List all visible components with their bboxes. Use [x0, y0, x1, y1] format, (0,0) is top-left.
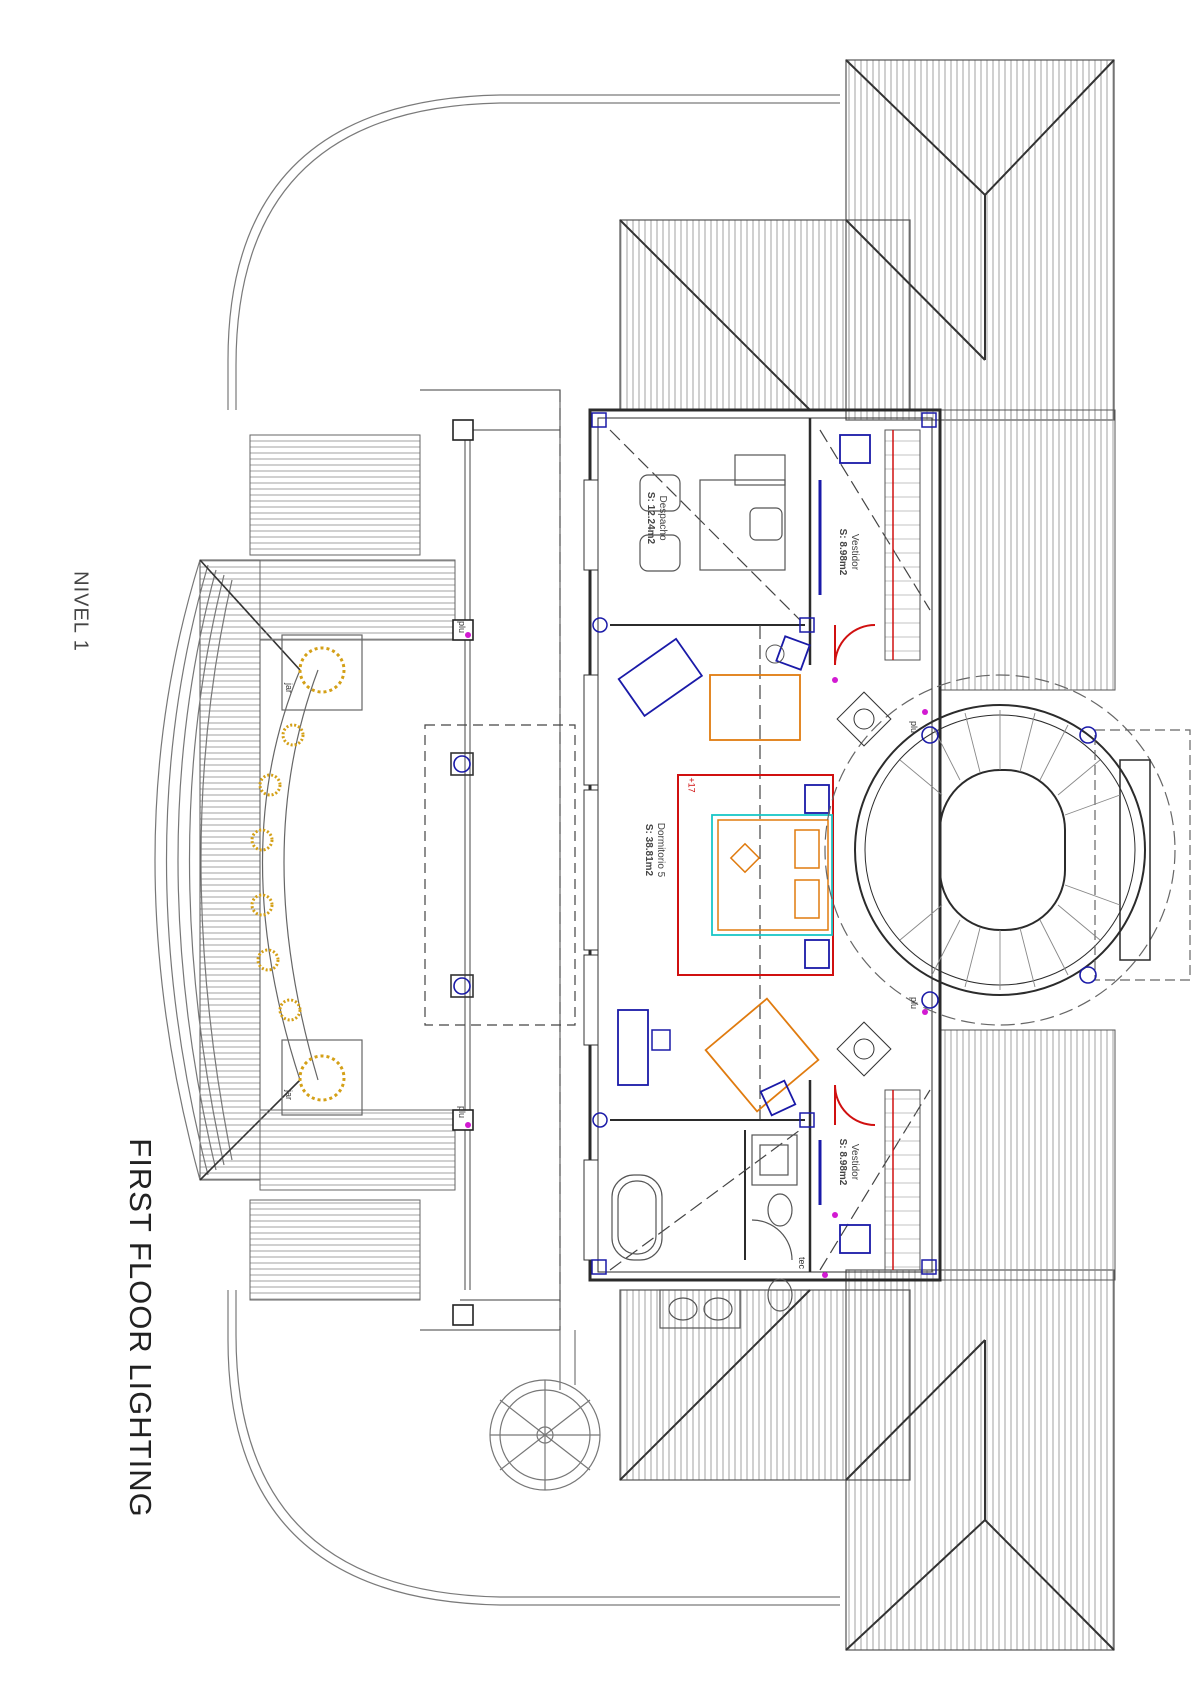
height-mark: +17 — [686, 777, 697, 793]
terrace-outline — [227, 94, 840, 1606]
room-label-vestidor-top: Vestidor S: 8.98m2 — [836, 492, 860, 612]
level-label: NIVEL 1 — [69, 571, 92, 652]
jar-tag: jar — [284, 682, 295, 694]
room-name: Vestidor — [849, 1143, 860, 1181]
room-name: Vestidor — [849, 533, 860, 571]
drawing-title: FIRST FLOOR LIGHTING — [123, 1138, 158, 1518]
spiral-staircase — [489, 1330, 601, 1491]
stair-treads — [899, 710, 1121, 990]
despacho-furniture — [639, 454, 786, 572]
vestidor-top-furniture — [818, 429, 921, 666]
window-recesses — [583, 479, 599, 1261]
terrace-posts — [452, 419, 474, 1326]
room-name: Dormitorio 5 — [655, 822, 666, 878]
room-area: S: 8.98m2 — [837, 528, 848, 576]
plu-tag: plu — [457, 1105, 468, 1119]
roof-right-lower — [939, 1029, 1116, 1281]
terrace-top-stair — [259, 559, 456, 641]
plu-tag: plu — [457, 620, 468, 634]
bathroom-fixtures — [611, 1134, 798, 1329]
terrace-bottom-block — [249, 1199, 421, 1301]
plu-tag: plu — [909, 720, 920, 734]
planter-plants — [250, 646, 346, 1102]
stair-hall-lights — [921, 726, 1097, 1009]
plu-tag: plu — [909, 996, 920, 1010]
circular-stair-hall — [824, 674, 1191, 1026]
room-area: S: 8.98m2 — [837, 1138, 848, 1186]
column-ornaments — [836, 691, 892, 1077]
roof-right-upper — [939, 409, 1116, 691]
curved-planter — [261, 634, 363, 1116]
roof-bottom-right — [619, 1269, 1115, 1651]
vestidor-bottom-furniture — [818, 1084, 921, 1271]
tec-tag: tec — [797, 1256, 808, 1270]
room-label-despacho: Despacho S: 12.24m2 — [644, 458, 668, 578]
terrace-top-block — [249, 434, 421, 556]
room-area: S: 38.81m2 — [643, 823, 654, 877]
room-label-vestidor-bottom: Vestidor S: 8.98m2 — [836, 1102, 860, 1222]
jar-tag: jar — [284, 1089, 295, 1101]
terrace-lights — [450, 752, 474, 998]
dashed-diagonals — [609, 429, 931, 1271]
roof-left-curve — [154, 559, 301, 1181]
room-name: Despacho — [657, 495, 668, 541]
terrace-lighting-zone — [424, 724, 576, 1026]
corner-markers — [591, 412, 937, 1275]
terrace-bottom-stair — [259, 1109, 456, 1191]
roof-top-right — [619, 59, 1115, 421]
room-area: S: 12.24m2 — [645, 491, 656, 545]
room-label-dormitorio: Dormitorio 5 S: 38.81m2 — [642, 790, 666, 910]
dormitorio-furniture — [617, 635, 834, 1117]
socket-markers — [465, 632, 928, 1278]
